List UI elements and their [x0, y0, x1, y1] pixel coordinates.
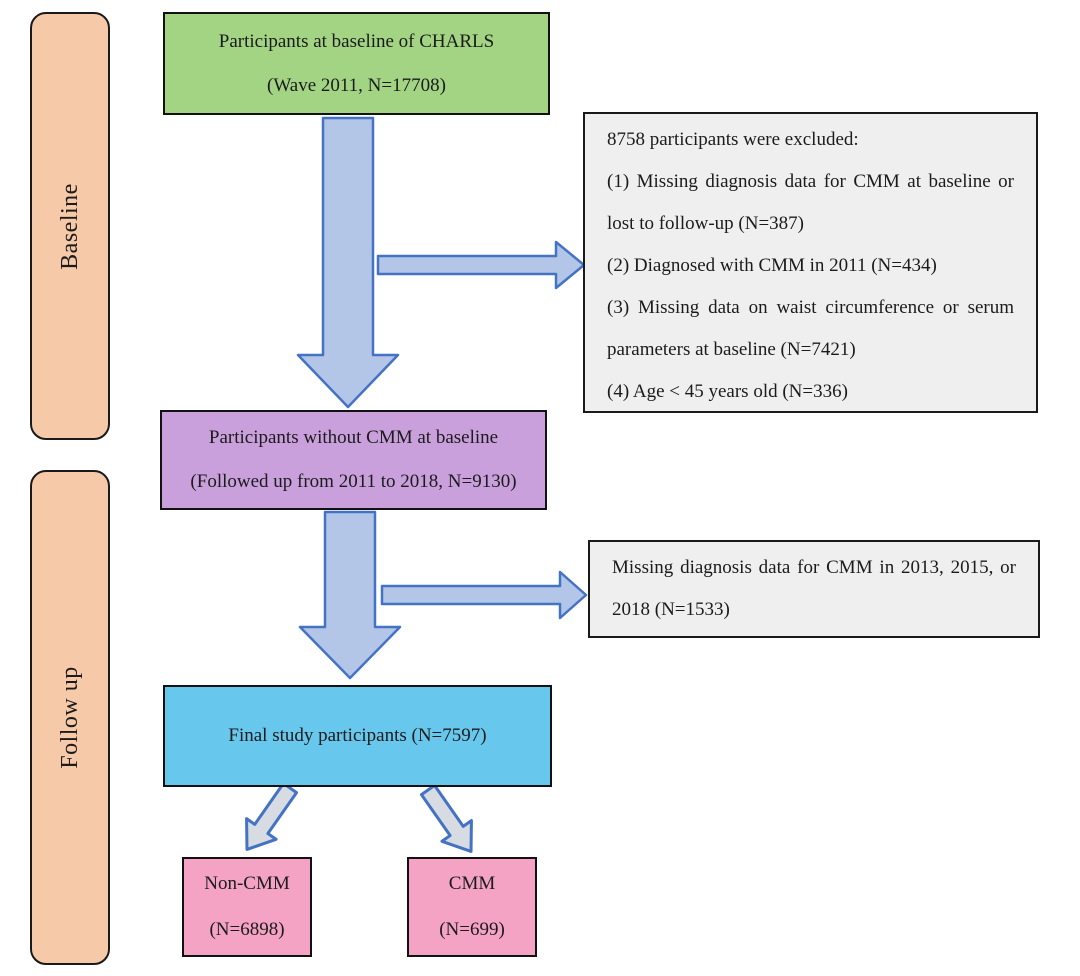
- diag-arrow-left: [245, 781, 299, 851]
- exclusion1-line: (1) Missing diagnosis data for CMM at ba…: [607, 171, 1014, 192]
- no-cmm-baseline-line2: (Followed up from 2011 to 2018, N=9130): [190, 471, 517, 492]
- baseline-participants-line2: (Wave 2011, N=17708): [267, 74, 446, 96]
- no-cmm-baseline-box: Participants without CMM at baseline (Fo…: [160, 410, 547, 510]
- baseline-participants-line1: Participants at baseline of CHARLS: [218, 30, 495, 52]
- baseline-participants-box: Participants at baseline of CHARLS (Wave…: [163, 12, 550, 115]
- cmm-line1: CMM: [448, 873, 496, 894]
- non-cmm-line1: Non-CMM: [204, 873, 290, 894]
- final-participants-box: Final study participants (N=7597): [163, 685, 552, 787]
- exclusion-box-1: 8758 participants were excluded: (1) Mis…: [583, 112, 1038, 413]
- exclusion2-line: 2018 (N=1533): [612, 599, 730, 620]
- exclusion-box-2: Missing diagnosis data for CMM in 2013, …: [588, 540, 1040, 638]
- exclusion1-line: parameters at baseline (N=7421): [607, 339, 856, 360]
- exclusion1-line: (3) Missing data on waist circumference …: [607, 297, 1014, 318]
- no-cmm-baseline-line1: Participants without CMM at baseline: [208, 427, 499, 448]
- right-arrow-2: [380, 570, 588, 620]
- stage-baseline: Baseline: [30, 12, 110, 440]
- exclusion1-line: (4) Age < 45 years old (N=336): [607, 381, 848, 402]
- cmm-line2: (N=699): [439, 919, 505, 940]
- stage-followup: Follow up: [30, 470, 110, 965]
- down-arrow-1: [296, 116, 400, 409]
- exclusion1-line: 8758 participants were excluded:: [607, 129, 859, 150]
- cmm-box: CMM (N=699): [407, 857, 537, 957]
- diag-arrow-right: [419, 783, 473, 853]
- non-cmm-line2: (N=6898): [209, 919, 285, 940]
- right-arrow-1: [376, 240, 586, 290]
- down-arrow-2: [298, 510, 402, 680]
- exclusion1-line: lost to follow-up (N=387): [607, 213, 805, 234]
- exclusion2-line: Missing diagnosis data for CMM in 2013, …: [612, 557, 1016, 578]
- exclusion1-line: (2) Diagnosed with CMM in 2011 (N=434): [607, 255, 937, 276]
- final-participants-line1: Final study participants (N=7597): [228, 725, 487, 746]
- non-cmm-box: Non-CMM (N=6898): [182, 857, 312, 957]
